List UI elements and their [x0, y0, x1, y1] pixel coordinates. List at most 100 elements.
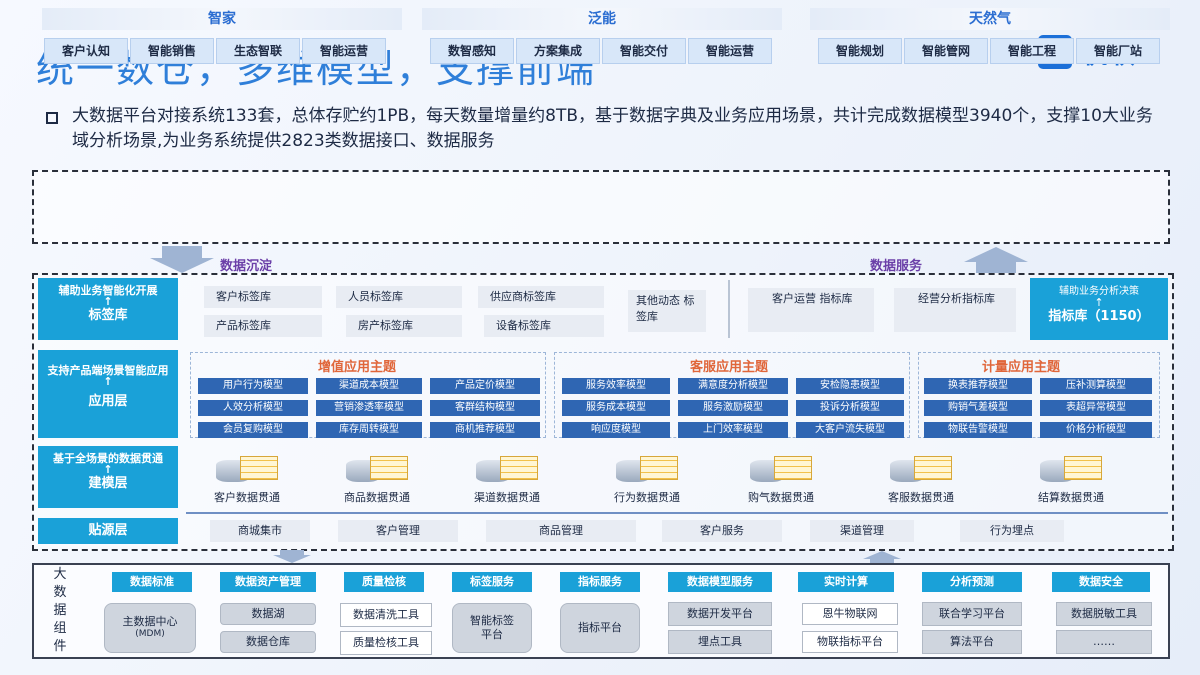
- indicator-desc: 辅助业务分析决策: [1059, 286, 1139, 297]
- model-item: 产品定价模型: [430, 378, 540, 394]
- domain-item: 智能交付: [602, 38, 686, 64]
- model-item: 满意度分析模型: [678, 378, 788, 394]
- data-integration-item: 渠道数据贯通: [452, 454, 562, 505]
- domain-item: 智能运营: [688, 38, 772, 64]
- up-arrow-icon: [863, 551, 901, 564]
- indicator-library: 客户运营 指标库: [748, 288, 874, 332]
- tag-library: 人员标签库: [336, 286, 462, 308]
- tag-library: 供应商标签库: [478, 286, 604, 308]
- model-item: 物联告警模型: [924, 422, 1032, 438]
- component-service: 分析预测: [922, 572, 1022, 592]
- component-tool: 恩牛物联网: [802, 603, 898, 625]
- model-item: 服务效率模型: [562, 378, 670, 394]
- data-integration-label: 结算数据贯通: [1038, 491, 1104, 504]
- indicator-library: 经营分析指标库: [894, 288, 1016, 332]
- model-item: 渠道成本模型: [316, 378, 422, 394]
- layer-desc: 辅助业务智能化开展: [58, 284, 158, 297]
- component-tool: 数据湖: [220, 603, 316, 625]
- component-tool: 质量检核工具: [340, 631, 432, 655]
- layer-label-source: 贴源层: [38, 518, 178, 544]
- component-service: 数据模型服务: [668, 572, 772, 592]
- summary-bullet: 大数据平台对接系统133套，总体存贮约1PB，每天数量增量约8TB，基于数据字典…: [46, 104, 1156, 154]
- data-integration-label: 商品数据贯通: [344, 491, 410, 504]
- domain-item: 智能运营: [302, 38, 386, 64]
- component-tool: 数据仓库: [220, 631, 316, 653]
- data-integration-label: 客服数据贯通: [888, 491, 954, 504]
- component-tool: ……: [1056, 630, 1152, 654]
- flow-label-right: 数据服务: [870, 259, 923, 274]
- up-small-arrow-icon: ↑: [1094, 296, 1104, 309]
- component-service: 数据安全: [1052, 572, 1150, 592]
- data-integration-item: 结算数据贯通: [1016, 454, 1126, 505]
- tag-library: 客户标签库: [204, 286, 322, 308]
- indicator-platform: 指标平台: [560, 603, 640, 653]
- down-arrow-icon: [150, 246, 214, 273]
- component-service: 数据资产管理: [220, 572, 316, 592]
- layer-label-app: 支持产品端场景智能应用 ↑ 应用层: [38, 350, 178, 438]
- theme-title: 计量应用主题: [982, 360, 1061, 375]
- mdm-component: 主数据中心 (MDM): [104, 603, 196, 653]
- data-integration-label: 购气数据贯通: [748, 491, 814, 504]
- theme-box: [918, 352, 1160, 438]
- side-char: 大: [53, 567, 67, 582]
- model-item: 客群结构模型: [430, 400, 540, 416]
- model-item: 购销气差模型: [924, 400, 1032, 416]
- layer-label-model: 基于全场景的数据贯通 ↑ 建模层: [38, 446, 178, 508]
- model-item: 安检隐患模型: [796, 378, 904, 394]
- domain-item: 智能厂站: [1076, 38, 1160, 64]
- flow-label-left: 数据沉淀: [220, 259, 273, 274]
- component-service: 数据标准: [112, 572, 192, 592]
- model-item: 会员复购模型: [198, 422, 308, 438]
- model-item: 换表推荐模型: [924, 378, 1032, 394]
- side-char: 件: [53, 639, 67, 654]
- tag-library: 设备标签库: [484, 315, 604, 337]
- tag-library: 房产标签库: [346, 315, 462, 337]
- data-integration-label: 客户数据贯通: [214, 491, 280, 504]
- divider: [728, 280, 730, 338]
- database-icon: [474, 454, 540, 486]
- side-char: 组: [53, 621, 67, 636]
- component-tool: 物联指标平台: [802, 631, 898, 653]
- layer-name: 标签库: [88, 308, 128, 323]
- component-tool: 算法平台: [922, 630, 1022, 654]
- components-side-label: 大 数 据 组 件: [40, 566, 80, 656]
- source-item: 行为埋点: [960, 520, 1064, 542]
- model-item: 表超异常模型: [1040, 400, 1152, 416]
- model-item: 压补测算模型: [1040, 378, 1152, 394]
- indicator-box: 辅助业务分析决策 ↑ 指标库（1150）: [1030, 278, 1168, 340]
- domain-item: 智能工程: [990, 38, 1074, 64]
- model-item: 投诉分析模型: [796, 400, 904, 416]
- database-icon: [344, 454, 410, 486]
- up-small-arrow-icon: ↑: [103, 295, 113, 308]
- smart-tag-label: 平台: [481, 628, 503, 641]
- component-tool: 埋点工具: [668, 630, 772, 654]
- data-integration-label: 行为数据贯通: [614, 491, 680, 504]
- indicator-count: 指标库（1150）: [1048, 309, 1150, 324]
- database-icon: [888, 454, 954, 486]
- component-tool: 数据脱敏工具: [1056, 602, 1152, 626]
- database-icon: [1038, 454, 1104, 486]
- layer-name: 建模层: [88, 476, 128, 491]
- data-integration-item: 购气数据贯通: [726, 454, 836, 505]
- model-item: 服务激励模型: [678, 400, 788, 416]
- data-integration-item: 客户数据贯通: [192, 454, 302, 505]
- bullet-square-icon: [46, 112, 58, 124]
- source-item: 商品管理: [486, 520, 636, 542]
- theme-title: 增值应用主题: [318, 360, 397, 375]
- component-tool: 数据清洗工具: [340, 603, 432, 627]
- layer-desc: 支持产品端场景智能应用: [47, 364, 169, 377]
- down-arrow-icon: [273, 550, 311, 563]
- database-icon: [214, 454, 280, 486]
- other-tag-library: 其他动态 标签库: [628, 290, 706, 332]
- mdm-sub-label: (MDM): [135, 629, 165, 639]
- domain-item: 数智感知: [430, 38, 514, 64]
- model-item: 响应度模型: [562, 422, 670, 438]
- smart-tag-platform: 智能标签 平台: [452, 603, 532, 653]
- up-arrow-icon: [964, 247, 1028, 273]
- model-item: 商机推荐模型: [430, 422, 540, 438]
- domain-item: 智能管网: [904, 38, 988, 64]
- model-item: 人效分析模型: [198, 400, 308, 416]
- up-small-arrow-icon: ↑: [103, 375, 113, 388]
- component-tool: 联合学习平台: [922, 602, 1022, 626]
- component-service: 质量检核: [344, 572, 424, 592]
